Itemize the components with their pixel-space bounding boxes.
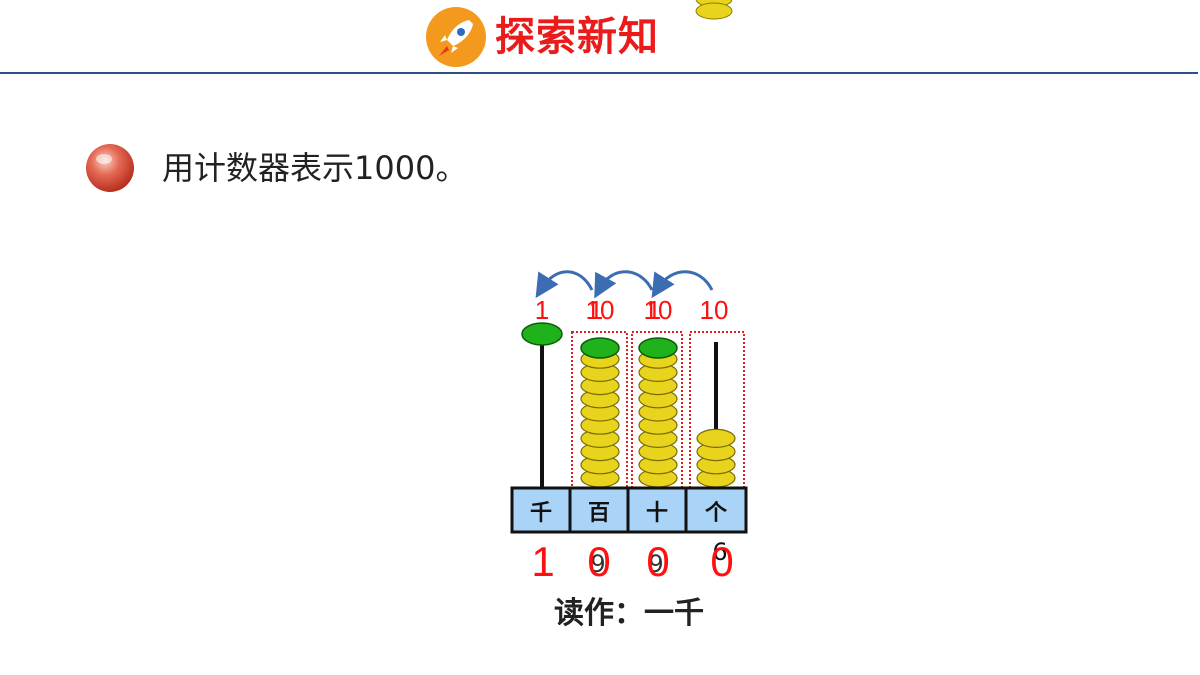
bead bbox=[696, 428, 736, 448]
previous-digit: 6 bbox=[712, 538, 727, 566]
place-label-thousands: 千 bbox=[530, 501, 552, 526]
carry-bead bbox=[638, 337, 678, 359]
digit-hundreds: 0 bbox=[587, 538, 610, 585]
place-label-ones: 个 bbox=[705, 501, 728, 526]
digit-tens: 0 bbox=[646, 538, 669, 585]
prompt-text: 用计数器表示1000。 bbox=[162, 149, 468, 187]
place-label-tens: 十 bbox=[646, 501, 668, 526]
rocket-icon bbox=[426, 7, 486, 67]
carry-bead bbox=[521, 322, 563, 346]
digit-ones: 0 bbox=[710, 538, 733, 585]
decorative-bead-icon bbox=[695, 0, 733, 20]
column-count: 1 bbox=[535, 295, 549, 325]
group-box bbox=[689, 331, 745, 491]
section-title: 探索新知 bbox=[495, 14, 659, 60]
place-cell-ones bbox=[684, 486, 748, 534]
place-cell-tens bbox=[626, 486, 688, 534]
column-count: 10 bbox=[644, 295, 673, 325]
previous-digit: 9 bbox=[590, 550, 605, 578]
column-count: 10 bbox=[700, 295, 729, 325]
carry-arrow-icon bbox=[535, 270, 594, 299]
header-divider bbox=[0, 72, 1198, 74]
carry-bead bbox=[580, 337, 620, 359]
place-cell-hundreds bbox=[568, 486, 630, 534]
reading-text: 读作：一千 bbox=[554, 596, 704, 631]
place-label-hundreds: 百 bbox=[588, 501, 610, 526]
column-count-overlay: 1 bbox=[589, 295, 603, 325]
red-ball-icon bbox=[86, 144, 134, 192]
column-count: 10 bbox=[586, 295, 615, 325]
carry-arrow-icon bbox=[594, 270, 654, 299]
counting-frame: 1 10 1 10 1 10 千 百 十 个 9 9 6 1 0 0 0 bbox=[510, 270, 748, 585]
previous-digit: 9 bbox=[648, 550, 663, 578]
column-count-overlay: 1 bbox=[647, 295, 661, 325]
digit-thousands: 1 bbox=[531, 538, 554, 585]
carry-arrow-icon bbox=[651, 270, 714, 299]
